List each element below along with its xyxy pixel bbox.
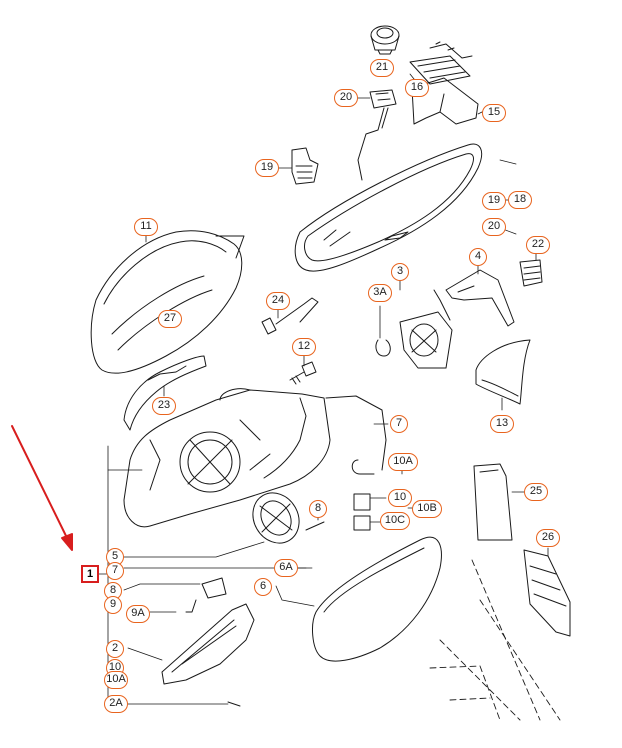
- callout-6A[interactable]: 6A: [274, 559, 298, 577]
- callout-16[interactable]: 16: [405, 79, 429, 97]
- callout-20-right[interactable]: 20: [482, 218, 506, 236]
- callout-8[interactable]: 8: [309, 500, 327, 518]
- callout-21[interactable]: 21: [370, 59, 394, 77]
- callout-24[interactable]: 24: [266, 292, 290, 310]
- sensor-part-21: [370, 25, 400, 55]
- cover-part-15: [411, 77, 479, 125]
- red-pointer-arrow-icon: [11, 425, 73, 551]
- callout-10[interactable]: 10: [388, 489, 412, 507]
- callout-12[interactable]: 12: [292, 338, 316, 356]
- lamp-part-24: [261, 297, 319, 335]
- cover-part-13: [475, 339, 531, 405]
- callout-27[interactable]: 27: [158, 310, 182, 328]
- trim-part-26: [523, 549, 571, 637]
- callout-2[interactable]: 2: [106, 640, 124, 658]
- callout-18[interactable]: 18: [508, 191, 532, 209]
- callout-19-right[interactable]: 19: [482, 192, 506, 210]
- callout-11[interactable]: 11: [134, 218, 158, 236]
- connector-part-9: [185, 577, 227, 613]
- bracket-part-23: [123, 355, 207, 431]
- callout-3[interactable]: 3: [391, 263, 409, 281]
- callout-10A-left[interactable]: 10A: [104, 671, 128, 689]
- callout-7[interactable]: 7: [390, 415, 408, 433]
- mount-part-3: [375, 289, 453, 369]
- callout-10B[interactable]: 10B: [412, 500, 442, 518]
- callout-10C[interactable]: 10C: [380, 512, 410, 530]
- callout-3A[interactable]: 3A: [368, 284, 392, 302]
- trim-part-25: [473, 463, 513, 541]
- callout-2A[interactable]: 2A: [104, 695, 128, 713]
- callout-15[interactable]: 15: [482, 104, 506, 122]
- callout-9A[interactable]: 9A: [126, 605, 150, 623]
- callout-19-left[interactable]: 19: [255, 159, 279, 177]
- callout-22[interactable]: 22: [526, 236, 550, 254]
- interior-mirror-part-18: [294, 143, 483, 272]
- callout-10A-top[interactable]: 10A: [388, 453, 418, 471]
- connector-part-16: [409, 41, 473, 85]
- mirror-glass-part-6: [312, 536, 442, 662]
- callout-6[interactable]: 6: [254, 578, 272, 596]
- cap-part-2: [161, 603, 255, 707]
- callout-23[interactable]: 23: [152, 397, 176, 415]
- callout-20-top[interactable]: 20: [334, 89, 358, 107]
- screw-part-12: [289, 361, 317, 385]
- adjust-plate-part-8: [252, 492, 325, 544]
- callout-13[interactable]: 13: [490, 415, 514, 433]
- door-outline-dashed: [429, 559, 561, 721]
- callout-25[interactable]: 25: [524, 483, 548, 501]
- callout-4[interactable]: 4: [469, 248, 487, 266]
- callout-26[interactable]: 26: [536, 529, 560, 547]
- callout-1-selected[interactable]: 1: [81, 565, 99, 583]
- bracket-part-4: [445, 269, 515, 327]
- clip-part-22: [519, 259, 543, 287]
- mirror-base-assembly: [123, 388, 387, 528]
- connector-part-20: [357, 89, 397, 181]
- connector-part-10: [351, 459, 375, 531]
- clip-part-19: [291, 147, 319, 185]
- callout-9[interactable]: 9: [104, 596, 122, 614]
- housing-part-11: [90, 230, 245, 374]
- callout-7-left[interactable]: 7: [106, 562, 124, 580]
